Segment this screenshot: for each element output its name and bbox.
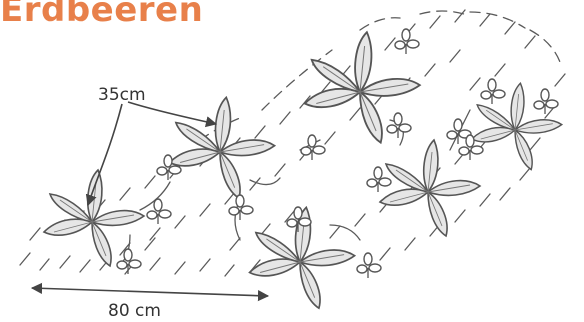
width-annotation: 80 cm (32, 288, 268, 321)
spacing-annotation: 35cm (88, 85, 216, 205)
width-label: 80 cm (108, 301, 161, 321)
spacing-label: 35cm (98, 85, 146, 105)
